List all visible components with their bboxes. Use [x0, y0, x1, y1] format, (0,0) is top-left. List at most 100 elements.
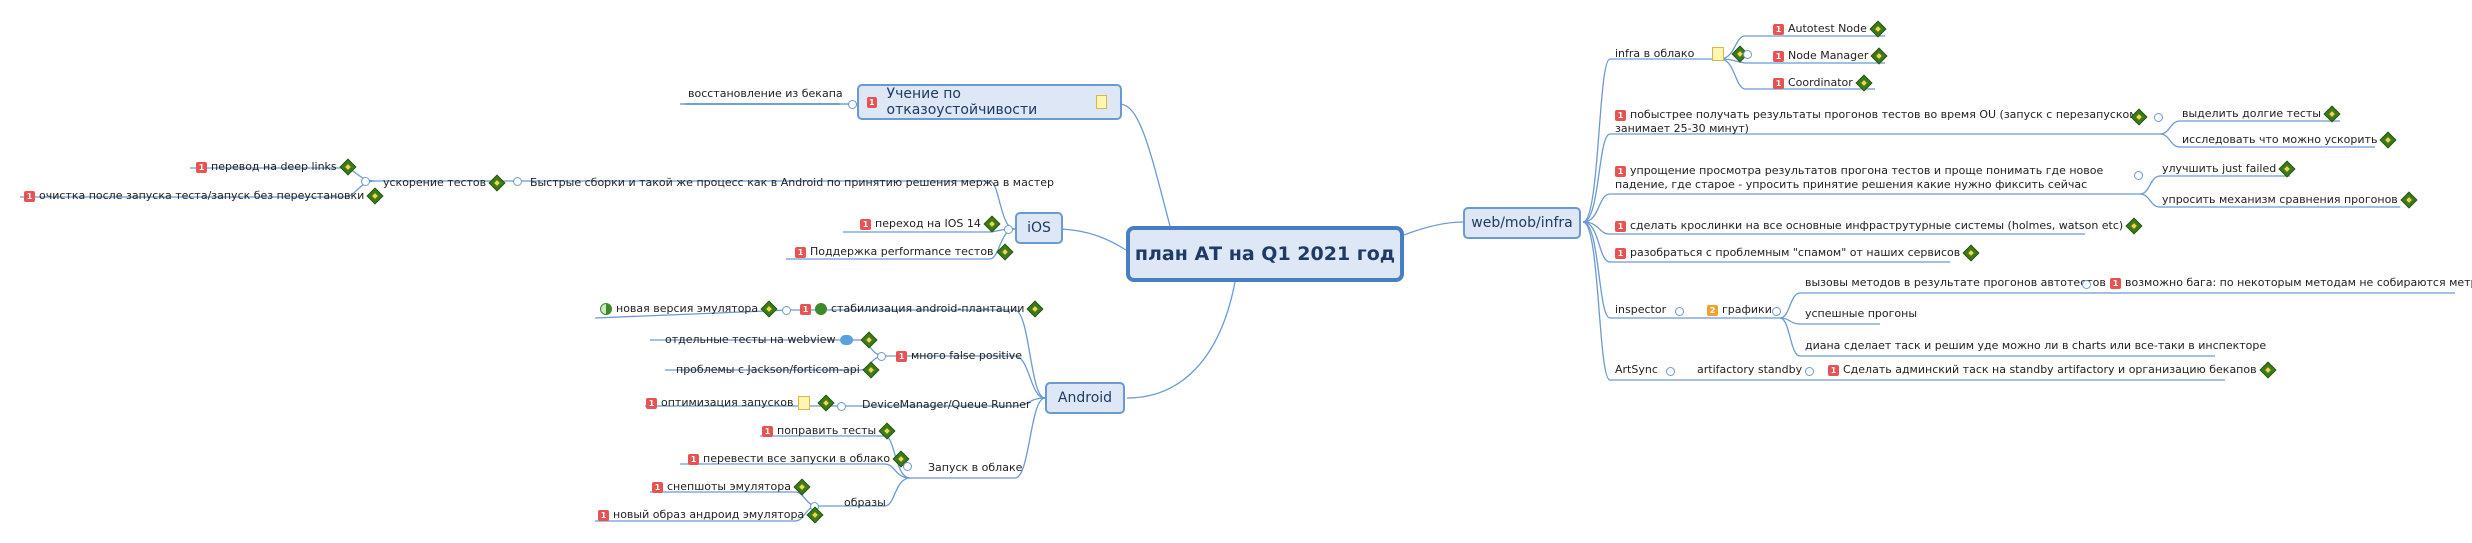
priority-1-icon: 1: [1615, 165, 1626, 177]
collapse-toggle[interactable]: [903, 462, 912, 471]
topic-label: ArtSync: [1615, 363, 1658, 376]
branch-label: web/mob/infra: [1471, 215, 1573, 231]
topic-label: проблемы с Jackson/forticom-api: [676, 363, 860, 376]
topic-improve-failed[interactable]: улучшить just failed: [2162, 160, 2298, 178]
topic-label: восстановление из бекапа: [688, 87, 843, 100]
topic-label: оптимизация запусков: [661, 396, 794, 409]
priority-1-icon: 1: [1615, 109, 1626, 121]
topic-label: выделить долгие тесты: [2182, 107, 2321, 120]
topic-label: перевести все запуски в облако: [703, 452, 891, 465]
priority-1-icon: 1: [1773, 50, 1784, 62]
topic-inspector[interactable]: inspector: [1615, 303, 1666, 317]
topic-successful-runs[interactable]: успешные прогоны: [1805, 307, 1917, 321]
topic-label: исследовать что можно ускорить: [2182, 133, 2378, 146]
topic-find-long[interactable]: выделить долгие тесты: [2182, 105, 2343, 123]
topic-artifactory[interactable]: artifactory standby: [1697, 363, 1802, 377]
topic-method-calls[interactable]: вызовы методов в результате прогонов авт…: [1805, 276, 2106, 290]
topic-fast-builds[interactable]: Быстрые сборки и такой же процесс как в …: [530, 176, 1054, 190]
collapse-toggle[interactable]: [1666, 367, 1675, 376]
note-icon[interactable]: [798, 396, 811, 410]
priority-1-icon: 1: [196, 161, 207, 173]
topic-device-manager[interactable]: DeviceManager/Queue Runner: [862, 398, 1031, 412]
topic-label: улучшить just failed: [2162, 162, 2277, 175]
priority-1-icon: 1: [688, 453, 699, 465]
topic-infra-cloud[interactable]: infra в облако: [1615, 45, 1751, 63]
collapse-toggle[interactable]: [1805, 367, 1814, 376]
collapse-toggle[interactable]: [361, 177, 370, 186]
topic-webview-tests[interactable]: отдельные тесты на webview: [665, 331, 880, 349]
note-icon[interactable]: [1096, 95, 1107, 109]
topic-perf-tests[interactable]: 1 Поддержка performance тестов: [795, 243, 1016, 261]
topic-label: стабилизация android-плантации: [831, 302, 1025, 315]
topic-new-emulator[interactable]: новая версия эмулятора: [600, 300, 780, 318]
branch-resilience[interactable]: 1 Учение по отказоустойчивости: [857, 84, 1122, 120]
star-icon: [878, 422, 896, 440]
collapse-toggle[interactable]: [782, 306, 791, 315]
topic-label: возможно бага: по некоторым методам не с…: [2125, 276, 2472, 289]
topic-label: Сделать админский таск на standby artifa…: [1843, 363, 2257, 376]
topic-cloud-launch[interactable]: Запуск в облаке: [928, 461, 1022, 475]
topic-simplify-compare[interactable]: упросить механизм сравнения прогонов: [2162, 191, 2420, 209]
collapse-toggle[interactable]: [837, 402, 846, 411]
topic-label: упросить механизм сравнения прогонов: [2162, 193, 2398, 206]
collapse-toggle[interactable]: [2134, 171, 2143, 180]
branch-android[interactable]: Android: [1045, 382, 1125, 414]
topic-label: Поддержка performance тестов: [810, 245, 994, 258]
collapse-toggle[interactable]: [1675, 307, 1684, 316]
branch-ios[interactable]: iOS: [1015, 212, 1063, 244]
topic-backup-restore[interactable]: восстановление из бекапа: [688, 87, 843, 101]
priority-1-icon: 1: [1615, 247, 1626, 259]
comment-icon[interactable]: [840, 335, 854, 345]
branch-web-mob-infra[interactable]: web/mob/infra: [1463, 207, 1581, 239]
star-icon: [760, 300, 778, 318]
collapse-toggle[interactable]: [877, 352, 886, 361]
star-icon: [2278, 160, 2296, 178]
collapse-toggle[interactable]: [1772, 307, 1781, 316]
priority-1-icon: 1: [795, 246, 806, 258]
topic-label: DeviceManager/Queue Runner: [862, 398, 1031, 411]
topic-investigate[interactable]: исследовать что можно ускорить: [2182, 131, 2399, 149]
topic-speedup-tests[interactable]: ускорение тестов: [383, 174, 508, 192]
note-icon[interactable]: [1712, 47, 1725, 61]
collapse-toggle[interactable]: [848, 100, 857, 109]
priority-1-icon: 1: [860, 218, 871, 230]
collapse-toggle[interactable]: [1743, 50, 1752, 59]
star-icon: [2379, 131, 2397, 149]
collapse-toggle[interactable]: [1004, 225, 1013, 234]
topic-jackson[interactable]: проблемы с Jackson/forticom-api: [676, 361, 882, 379]
topic-label: infra в облако: [1615, 47, 1695, 60]
topic-artsync[interactable]: ArtSync: [1615, 363, 1658, 377]
topic-diana[interactable]: диана сделает таск и решим уде можно ли …: [1805, 339, 2266, 353]
topic-images[interactable]: образы: [844, 496, 886, 510]
topic-label: успешные прогоны: [1805, 307, 1918, 320]
topic-move-all[interactable]: 1 перевести все запуски в облако: [688, 450, 912, 468]
topic-label: снепшоты эмулятора: [667, 480, 791, 493]
collapse-toggle[interactable]: [2154, 113, 2163, 122]
central-topic[interactable]: план АТ на Q1 2021 год: [1126, 226, 1404, 282]
topic-label: упрощение просмотра результатов прогона …: [1615, 164, 2104, 191]
collapse-toggle[interactable]: [513, 177, 522, 186]
collapse-toggle[interactable]: [2082, 280, 2091, 289]
star-icon: [366, 187, 384, 205]
topic-label: новая версия эмулятора: [616, 302, 759, 315]
star-icon: [860, 331, 878, 349]
